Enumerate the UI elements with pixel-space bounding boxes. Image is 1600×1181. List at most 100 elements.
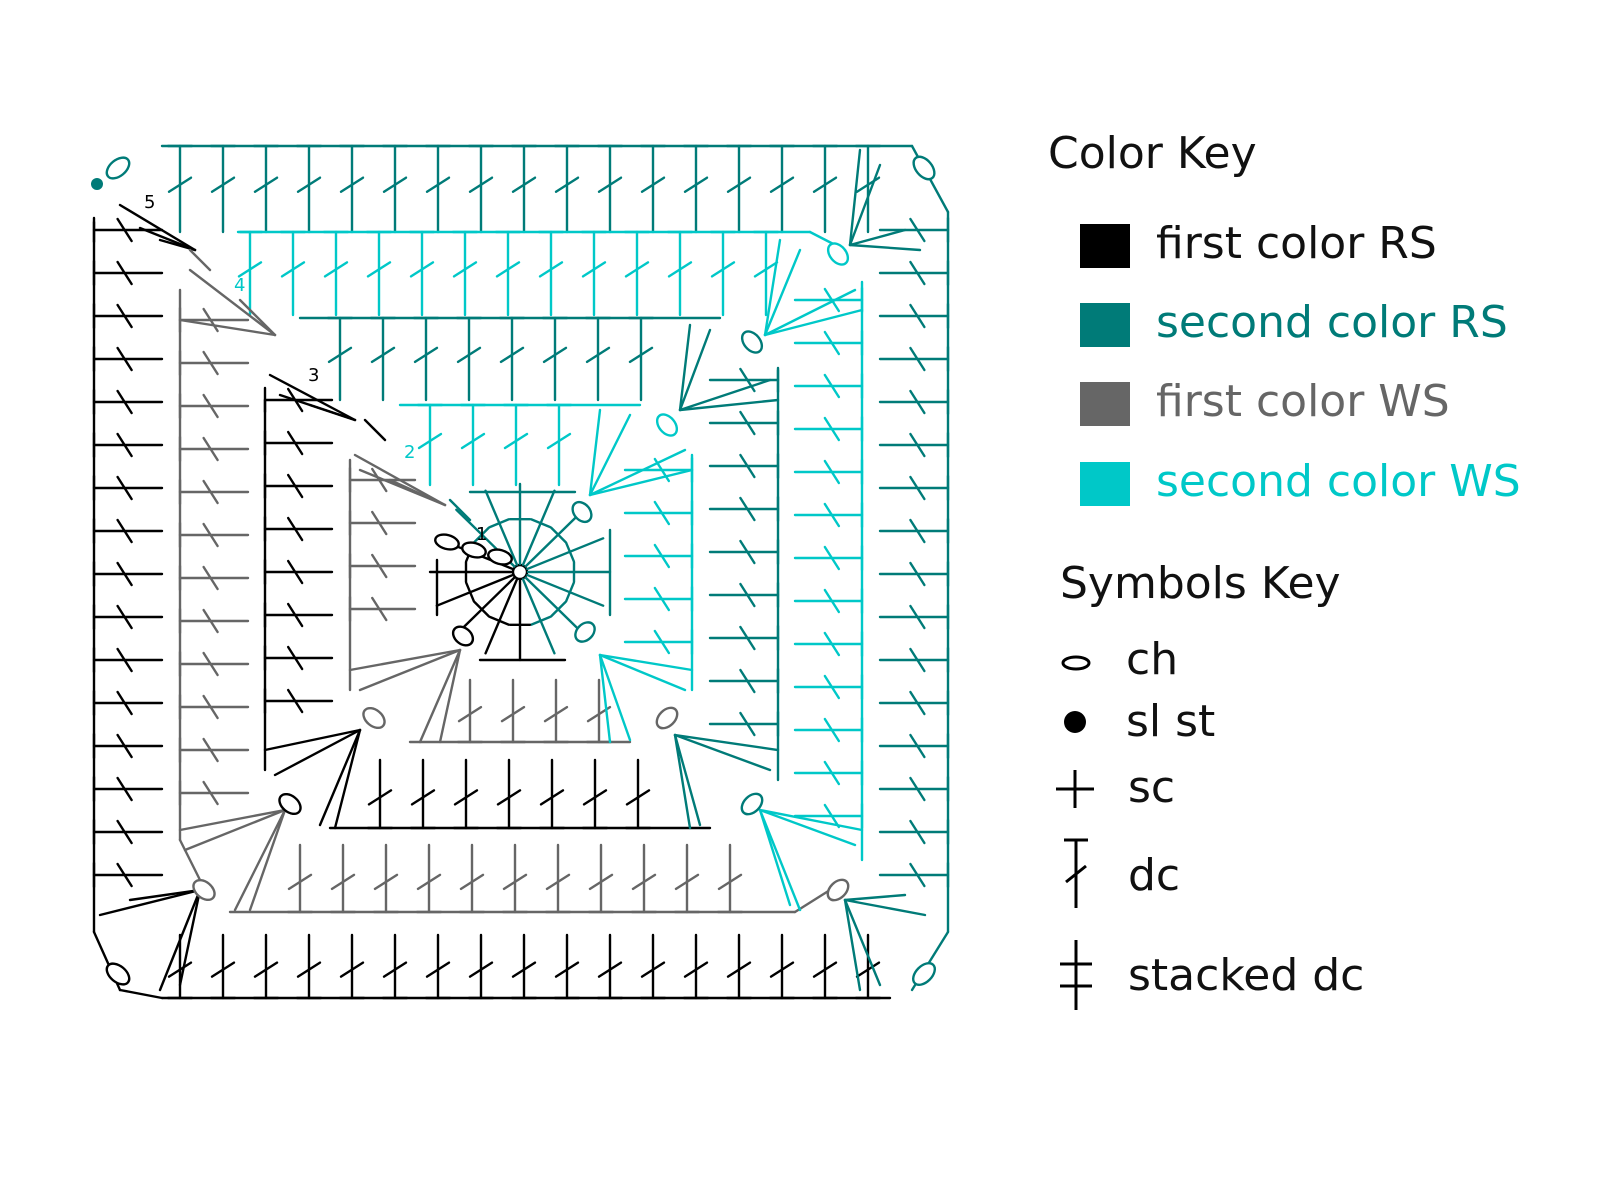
dc-slash [371,510,388,536]
chart-stitches [91,144,950,1000]
dc-slash [585,346,611,364]
dc-slash [823,803,841,829]
dc-slash [116,303,133,329]
dc-slash [726,961,752,978]
dc-slash [116,561,133,587]
dc-slash [674,873,700,891]
dc-slash [116,819,133,845]
dc-slash [739,668,756,694]
round-label-4: 4 [234,275,245,296]
fan-stitch [763,308,864,337]
dc-slash [457,705,483,723]
dc-slash [909,260,926,286]
round1-spoke [526,573,605,607]
dc-slash [237,261,263,278]
fan-stitch [678,378,772,412]
dc-slash [823,588,841,614]
fan-stitch [118,203,197,252]
dc-slash [909,733,926,759]
dc-slash [909,561,926,587]
fan-stitch [758,808,864,832]
fan-stitch [158,238,197,252]
dc-slash [453,789,479,806]
chain-stitch [826,878,850,902]
fan-stitch [598,653,694,672]
chain-oval-icon [1061,655,1091,671]
round1-spoke [484,578,519,655]
fan-stitch [588,413,632,497]
fan-stitch [348,648,462,672]
dc-slash [546,432,572,450]
fan-stitch [263,728,362,752]
swatch-second-ws [1080,462,1130,506]
dc-slash [286,602,304,628]
dc-slash [116,604,133,630]
chain-stitch [461,541,487,559]
dc-slash [253,961,279,978]
fan-stitch [438,648,462,744]
dc-slash [554,176,580,193]
dc-slash [116,733,133,759]
dc-slash [286,688,304,714]
dc-slash [286,473,304,499]
round1-slash [564,581,575,603]
dc-slash [202,393,219,419]
dc-slash [167,176,193,193]
dc-slash [653,629,671,655]
dc-slash [542,346,568,364]
dc-slash [287,873,313,891]
dc-slash [769,961,795,978]
dc-slash [202,694,219,720]
round1-spoke [435,573,514,607]
fan-stitch [848,228,907,247]
chain-stitch [278,792,302,816]
dc-slash [417,432,443,450]
dc-slash [416,873,442,891]
round1-spoke [484,489,519,566]
dc-slash [382,961,408,978]
round1-spoke [524,508,585,568]
dc-slash [554,961,580,978]
dc-slash [823,416,841,442]
dc-slash [667,261,693,278]
fan-stitch [843,898,882,987]
dc-slash [468,961,494,978]
fan-stitch [178,888,202,987]
round1-slash [473,526,491,543]
dc-slash [500,705,526,723]
dc-slash [330,873,356,891]
fan-stitch [98,888,202,917]
dc-slash [373,873,399,891]
round1-spoke [524,576,585,636]
dc-slash [631,873,657,891]
r3-join [363,418,387,442]
chain-stitch [740,792,764,816]
dc-slash [739,711,756,737]
dc-slash [339,961,365,978]
chain-stitch [571,500,593,524]
fan-stitch [248,808,287,912]
round1-slash [564,541,575,563]
dc-slash [625,789,651,806]
round1-spoke [455,576,516,636]
dc-slash [597,176,623,193]
dc-slash [460,432,486,450]
dc-slash [116,432,133,458]
dc-slash [909,819,926,845]
dc-slash [511,176,537,193]
chain-stitch [192,878,216,902]
dc-slash [739,539,756,565]
chain-stitch [826,242,850,266]
chain-stitch [451,625,475,647]
dc-slash [909,776,926,802]
symbol-label-sc: sc [1128,762,1176,813]
dc-slash [753,261,779,278]
fan-stitch [358,648,462,692]
dc-slash [653,500,671,526]
fan-stitch [678,323,692,412]
chain-stitch [434,533,460,551]
fan-stitch [763,238,782,337]
dc-slash [116,862,133,888]
round1-slash [488,615,510,626]
dc-slash [769,176,795,193]
